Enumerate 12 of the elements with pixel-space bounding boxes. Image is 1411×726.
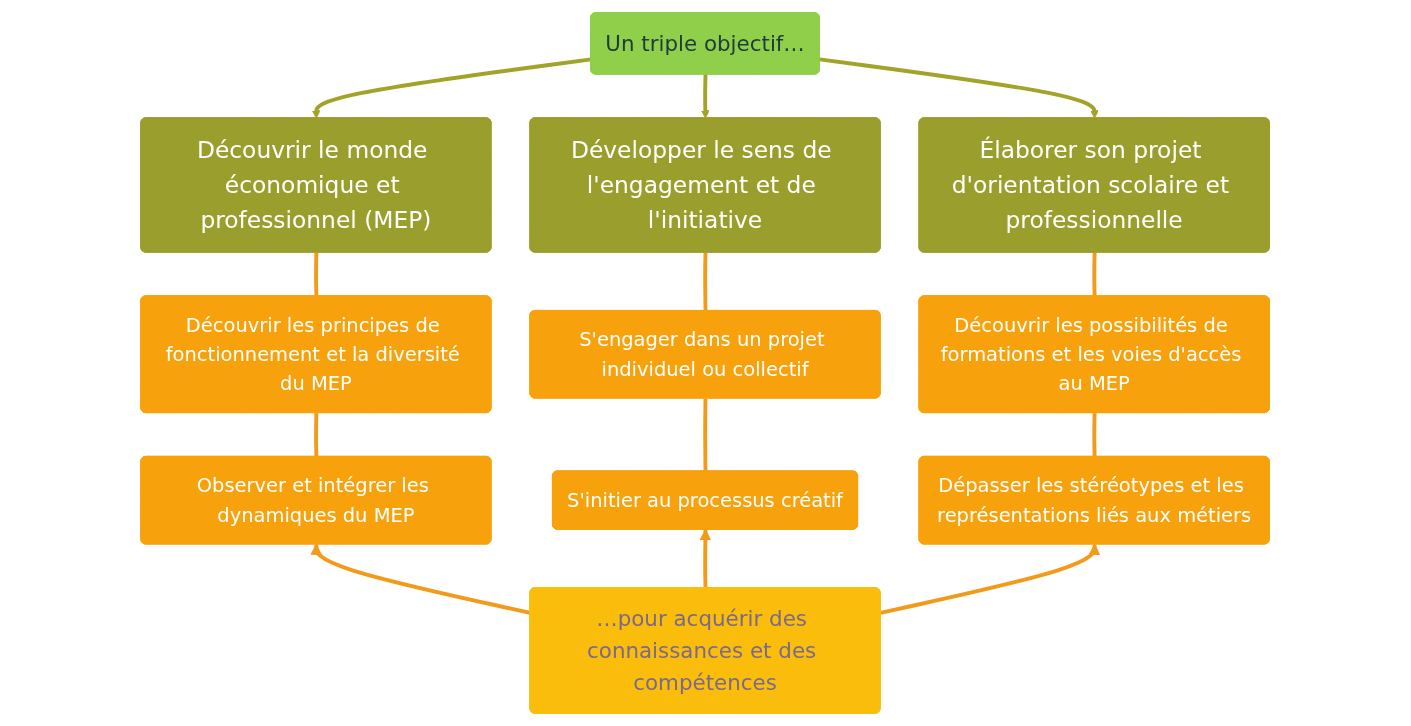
- connector: [703, 252, 708, 311]
- connector: [314, 413, 319, 457]
- connector: [314, 252, 319, 297]
- connector: [1092, 413, 1098, 457]
- arrow: [310, 543, 532, 615]
- arrow: [312, 57, 592, 119]
- arrow: [880, 543, 1101, 615]
- arrow: [701, 74, 711, 119]
- arrow: [820, 57, 1100, 119]
- arrow: [700, 528, 712, 589]
- connector: [1092, 252, 1098, 297]
- connector: [703, 398, 708, 472]
